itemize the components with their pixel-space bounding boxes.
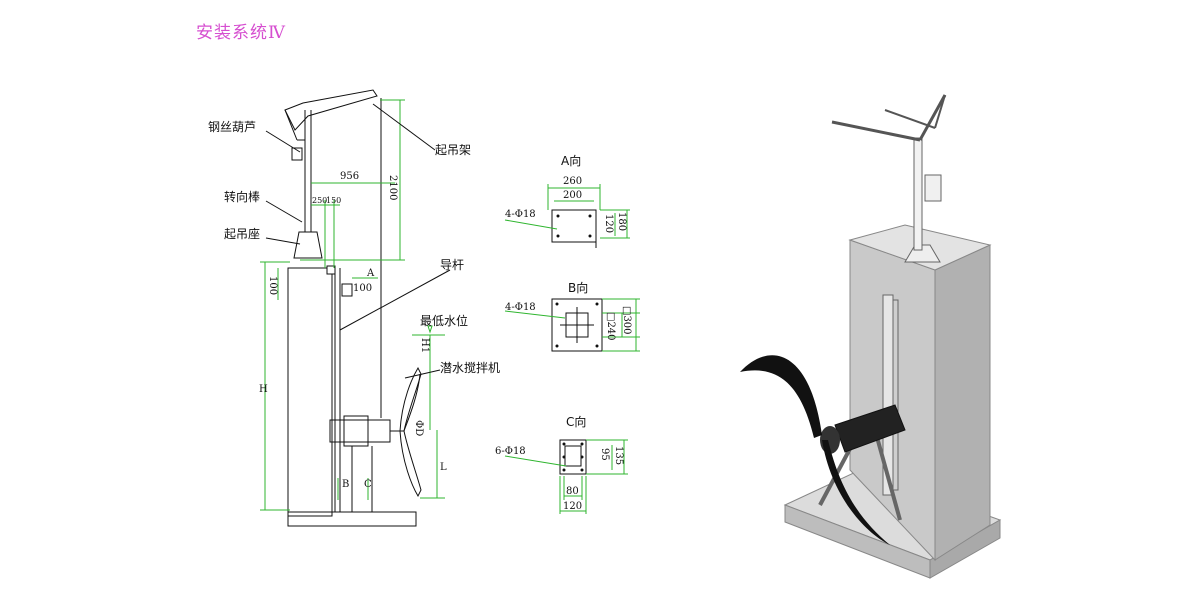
view-c-holes: 6-Φ18 bbox=[495, 446, 526, 457]
dim-c: C bbox=[364, 479, 372, 490]
view-b-holes: 4-Φ18 bbox=[505, 302, 536, 313]
render-blade-bottom bbox=[822, 440, 890, 545]
main-elevation: 钢丝葫芦 起吊架 转向棒 起吊座 导杆 最低水位 潜水搅拌机 956 2100 … bbox=[208, 89, 500, 527]
propeller-blade-bottom bbox=[399, 430, 422, 498]
propeller-blade-top bbox=[399, 366, 422, 432]
render-pillar-side bbox=[934, 244, 991, 561]
render-3d bbox=[740, 94, 1002, 579]
render-blade-top bbox=[740, 355, 822, 438]
view-a-title: A向 bbox=[561, 153, 581, 168]
view-b: B向 4-Φ18 □240 □300 bbox=[504, 280, 640, 352]
view-c-dim-135: 135 bbox=[613, 446, 624, 465]
dim-100-bracket: 100 bbox=[353, 283, 372, 294]
view-a-plate bbox=[551, 209, 597, 243]
view-b-outer bbox=[551, 298, 603, 352]
dim-h1: H1 bbox=[419, 338, 430, 353]
view-a-dim-260: 260 bbox=[563, 176, 582, 187]
view-c-plate bbox=[559, 439, 587, 475]
dim-956: 956 bbox=[340, 171, 359, 182]
view-a: A向 260 200 4-Φ18 120 180 bbox=[504, 153, 630, 248]
page-title: 安装系统Ⅳ bbox=[196, 23, 286, 43]
label-guide-rod: 导杆 bbox=[440, 258, 464, 272]
label-wire-hoist: 钢丝葫芦 bbox=[208, 120, 256, 134]
label-lifting-frame: 起吊架 bbox=[435, 143, 471, 157]
dim-h: H bbox=[259, 384, 268, 395]
view-b-dim-300: □300 bbox=[621, 306, 632, 335]
label-min-water-level: 最低水位 bbox=[420, 313, 468, 328]
view-c-inner bbox=[564, 445, 582, 467]
dim-b: B bbox=[342, 479, 349, 490]
dim-150: 150 bbox=[326, 196, 341, 205]
view-b-dim-240: □240 bbox=[605, 312, 616, 341]
lifting-base-shape bbox=[293, 231, 323, 259]
label-lifting-base: 起吊座 bbox=[224, 226, 260, 241]
label-turn-rod: 转向棒 bbox=[224, 189, 260, 204]
view-c: C向 6-Φ18 95 135 80 120 bbox=[495, 414, 628, 514]
lifting-boom bbox=[284, 89, 378, 131]
view-b-title: B向 bbox=[568, 280, 588, 295]
dim-250: 250 bbox=[312, 196, 327, 205]
label-mixer: 潜水搅拌机 bbox=[440, 360, 500, 375]
view-c-dim-120: 120 bbox=[563, 501, 582, 512]
view-c-dim-80: 80 bbox=[566, 486, 579, 497]
view-a-dim-120: 120 bbox=[603, 214, 614, 233]
view-a-holes: 4-Φ18 bbox=[505, 209, 536, 220]
dim-100-vertical: 100 bbox=[267, 276, 278, 295]
dim-a: A bbox=[366, 268, 375, 279]
base-slab bbox=[287, 511, 417, 527]
dim-phi-d: ΦD bbox=[413, 420, 424, 436]
mixer-body bbox=[329, 419, 391, 443]
view-a-dim-200: 200 bbox=[563, 190, 582, 201]
view-c-dim-95: 95 bbox=[599, 448, 610, 461]
dim-2100: 2100 bbox=[387, 175, 398, 200]
concrete-pillar bbox=[287, 267, 333, 517]
view-c-title: C向 bbox=[566, 414, 586, 429]
view-a-dim-180: 180 bbox=[616, 212, 627, 231]
dim-l: L bbox=[440, 462, 447, 473]
